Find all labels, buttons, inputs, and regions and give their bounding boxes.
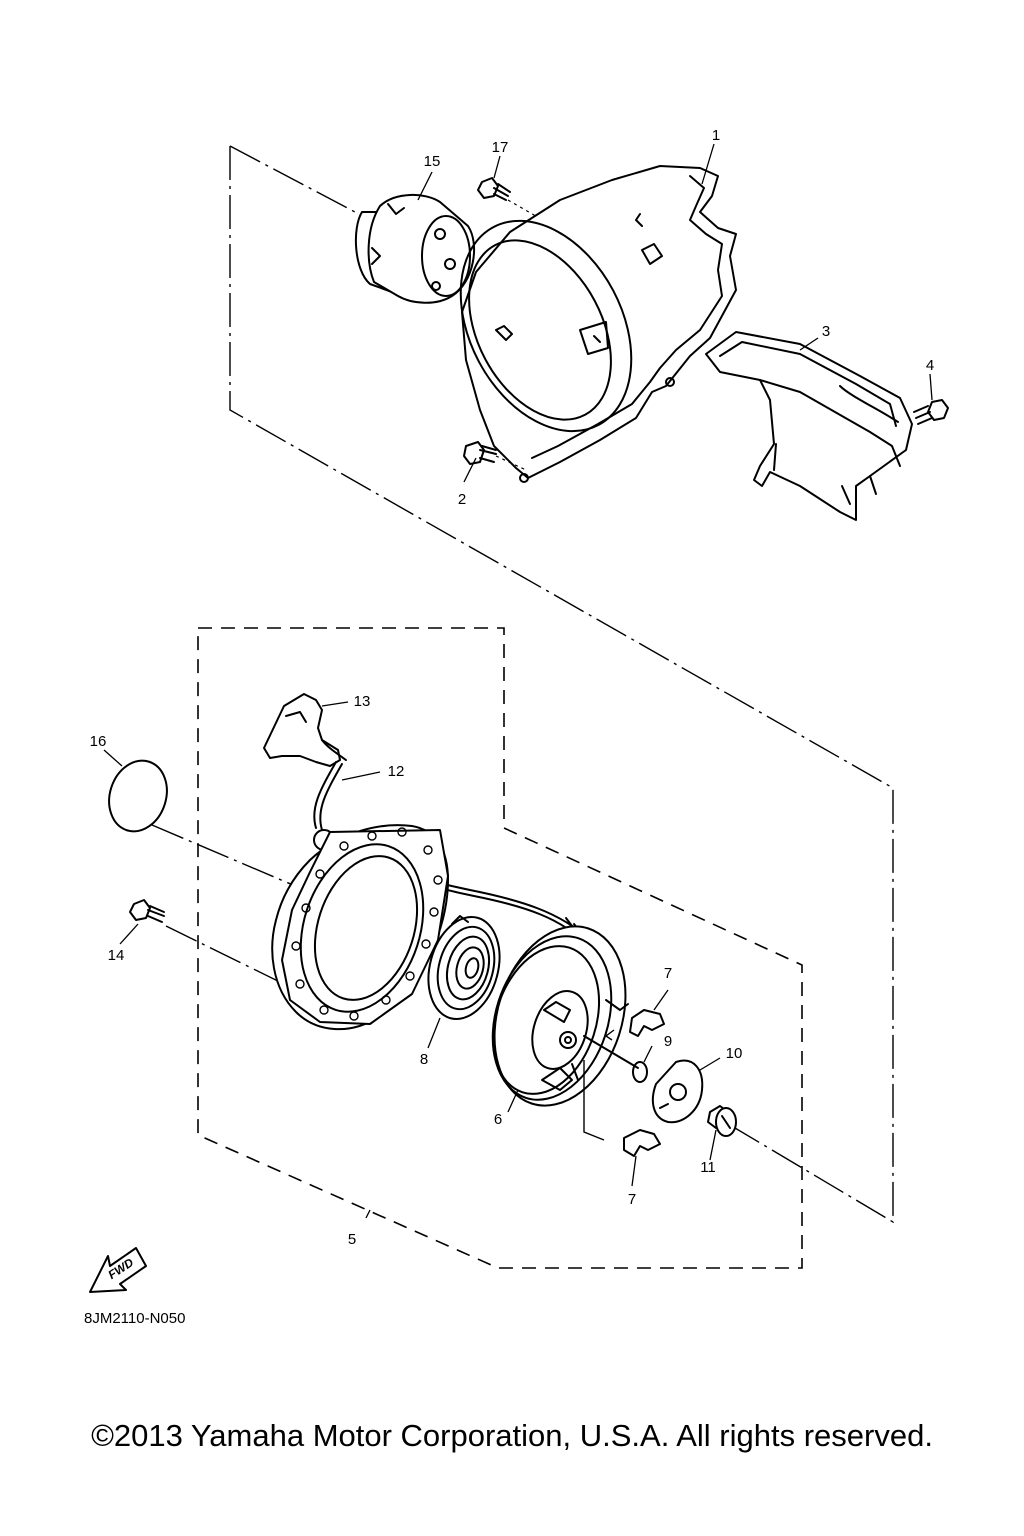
callout-7-upper: 7 [664,965,672,982]
part-6-rope-reel [491,925,627,1107]
part-4-bolt [913,399,949,425]
callout-2: 2 [458,491,466,508]
part-7-pawl-upper [605,999,665,1037]
callout-12: 12 [388,763,405,780]
assembly-chain-lines [151,145,894,1224]
part-3-air-duct [705,331,913,521]
part-8-recoil-spring [427,915,501,1020]
part-13-starter-handle [263,693,347,767]
callout-7-lower: 7 [628,1191,636,1208]
callout-leaders [103,143,933,1219]
callout-17: 17 [492,139,509,156]
callout-10: 10 [726,1045,743,1062]
callout-8: 8 [420,1051,428,1068]
part-17-bolt [477,177,651,283]
part-7-pawl-lower [623,1129,661,1157]
copyright-notice: ©2013 Yamaha Motor Corporation, U.S.A. A… [91,1418,933,1453]
callout-4: 4 [926,357,934,374]
callout-11: 11 [700,1159,716,1176]
part-15-cap [354,193,475,304]
part-10-friction-plate [651,1059,704,1124]
callout-9: 9 [664,1033,672,1050]
part-11-screw [707,1105,737,1137]
part-1-fan-shroud [459,165,737,483]
part-14-bolt [129,899,165,923]
callout-16: 16 [90,733,107,750]
starter-case [271,824,449,1030]
callout-6: 6 [494,1111,502,1128]
part-9-circlip [632,1061,648,1083]
fwd-direction-arrow: FWD [89,1247,147,1293]
callout-labels: 1 2 3 4 5 6 7 7 8 9 10 11 12 13 14 15 16… [90,127,935,1248]
part-16-seal-disk [108,759,168,833]
callout-14: 14 [108,947,125,964]
callout-15: 15 [424,153,441,170]
callout-5: 5 [348,1231,356,1248]
starter-assembly-box [197,627,803,1269]
diagram-reference-code: 8JM2110-N050 [84,1310,186,1327]
callout-13: 13 [354,693,371,710]
callout-1: 1 [712,127,720,144]
starter-axis-lines [583,1029,639,1141]
part-2-bolt [463,441,527,471]
callout-3: 3 [822,323,830,340]
